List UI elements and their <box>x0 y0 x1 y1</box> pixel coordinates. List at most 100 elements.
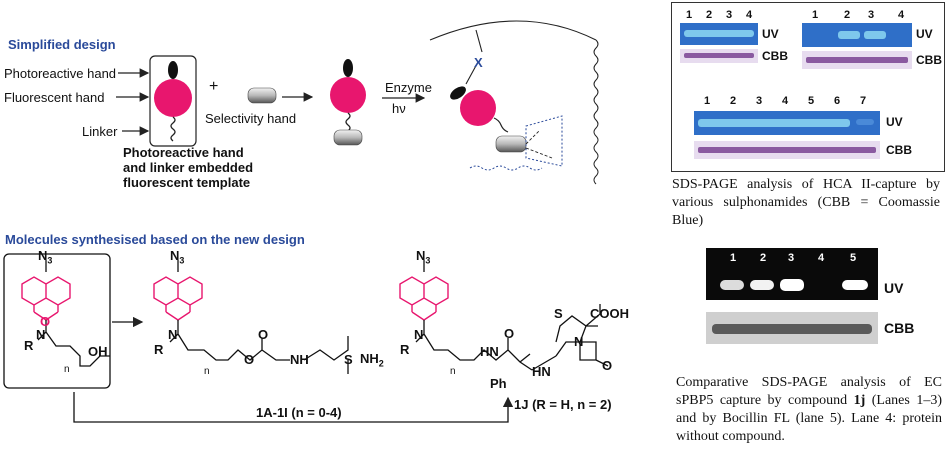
mol2-o2-label: O <box>258 327 269 342</box>
gel-panel-2-caption: Comparative SDS-PAGE analysis of EC sPBP… <box>676 375 942 444</box>
gel-c-cbb-label: CBB <box>886 143 912 157</box>
gel-b: 1 2 3 4 UV CBB <box>802 9 942 73</box>
mol3-o-ring-label: O <box>602 358 613 373</box>
gel-2-cbb-strip <box>706 312 878 344</box>
gel-2-lane-5: 5 <box>850 252 857 264</box>
conjugate-selectivity-hand <box>333 129 363 146</box>
compound-1a-label: 1A-1I (n = 0-4) <box>256 405 342 420</box>
gel-c-uv-label: UV <box>886 115 903 129</box>
mol3-r-label: R <box>400 342 410 357</box>
gel-c-cbb-strip <box>694 141 880 159</box>
gel-b-cbb-strip <box>802 51 912 69</box>
mol3-nh2-label: HN <box>532 364 551 379</box>
template-caption-line-1: Photoreactive hand <box>123 145 244 160</box>
gel-a-lane-3: 3 <box>726 9 733 21</box>
gel-b-lane-3: 3 <box>868 9 875 21</box>
gel-c-lane-6: 6 <box>834 95 841 107</box>
design-scheme <box>116 20 599 185</box>
template-box <box>149 55 197 147</box>
bound-fluorophore <box>460 90 496 126</box>
conjugate-fluorophore <box>330 77 366 113</box>
mol1-n-subscript: n <box>64 364 70 375</box>
gel-b-lane-1: 1 <box>812 9 819 21</box>
mol2-nh2-label: NH2 <box>360 351 384 369</box>
template-caption-line-3: fluorescent template <box>123 175 251 190</box>
mol3-o-label: O <box>504 326 515 341</box>
molecules-heading: Molecules synthesised based on the new d… <box>5 232 305 247</box>
mol3-n3-label: N3 <box>416 248 431 266</box>
gel-c-lane-5: 5 <box>808 95 815 107</box>
molecule-1-box <box>3 253 111 389</box>
enzyme-outline <box>429 20 597 41</box>
mol2-n3-label: N3 <box>170 248 185 266</box>
gel-c-lane-4: 4 <box>782 95 789 107</box>
gel-b-lane-2: 2 <box>844 9 851 21</box>
selectivity-hand-label: Selectivity hand <box>205 111 297 126</box>
fluorescent-hand-shape <box>154 79 192 117</box>
gel-a-lane-2: 2 <box>706 9 713 21</box>
mol3-n-ring-label: N <box>574 334 584 349</box>
linker-shape <box>170 116 176 142</box>
gel-panel-2: 1 2 3 4 5 UV CBB <box>706 248 916 358</box>
mol2-o-label: O <box>244 352 255 367</box>
linker-label: Linker <box>82 124 118 139</box>
gel-c-lane-2: 2 <box>730 95 737 107</box>
x-mark: X <box>474 55 483 70</box>
naphthalimide-1 <box>21 276 71 321</box>
gel-b-uv-strip <box>802 23 912 47</box>
enzyme-label: Enzyme <box>385 80 432 95</box>
gel-c: 1 2 3 4 5 6 7 UV CBB <box>694 95 924 165</box>
mol3-nh-label: HN <box>480 344 499 359</box>
mol2-r-label: R <box>154 342 164 357</box>
gel-c-lane-1: 1 <box>704 95 711 107</box>
gel-b-uv-label: UV <box>916 27 933 41</box>
plus-sign: + <box>209 78 219 95</box>
gel-b-lane-4: 4 <box>898 9 905 21</box>
gel-c-uv-strip <box>694 111 880 135</box>
mol3-ph-label: Ph <box>490 376 507 391</box>
gel-2-lane-4: 4 <box>818 252 825 264</box>
photoreactive-hand-label: Photoreactive hand <box>4 66 117 81</box>
compound-1j-label: 1J (R = H, n = 2) <box>514 397 612 412</box>
gel-a-cbb-label: CBB <box>762 49 788 63</box>
gel-b-cbb-label: CBB <box>916 53 942 67</box>
gel-2-lane-3: 3 <box>788 252 795 264</box>
bound-selectivity-hand <box>495 135 527 153</box>
mol2-s-label: S <box>344 352 353 367</box>
gel-a-uv-label: UV <box>762 27 779 41</box>
photoreactive-hand-shape <box>168 61 178 79</box>
naphthalimide-3 <box>399 276 449 321</box>
gel-2-cbb-label: CBB <box>884 320 915 336</box>
mol1-n-label: N <box>36 327 46 342</box>
mol2-n-label: N <box>168 327 178 342</box>
gel-panel-1: 1 2 3 4 UV CBB 1 2 3 4 UV CBB 1 2 3 4 5 <box>671 2 945 172</box>
mol1-o-label: O <box>40 314 51 329</box>
mol3-n-label: N <box>414 327 424 342</box>
gel-c-lane-3: 3 <box>756 95 763 107</box>
gel-2-uv-label: UV <box>884 280 904 296</box>
mol2-nh-label: NH <box>290 352 309 367</box>
design-heading: Simplified design <box>8 37 116 52</box>
gel-c-lane-7: 7 <box>860 95 867 107</box>
fluorescent-hand-label: Fluorescent hand <box>4 90 105 105</box>
mol3-n-subscript: n <box>450 366 456 377</box>
naphthalimide-2 <box>153 276 203 321</box>
mol1-n3-label: N3 <box>38 248 53 266</box>
mol1-oh-label: OH <box>88 344 108 359</box>
mol2-n-subscript: n <box>204 366 210 377</box>
gel-a-lane-1: 1 <box>686 9 693 21</box>
gel-a-cbb-strip <box>680 49 758 63</box>
template-caption-line-2: and linker embedded <box>123 160 254 175</box>
gel-2-lane-2: 2 <box>760 252 767 264</box>
molecule-structures <box>3 253 609 423</box>
mol3-cooh-label: COOH <box>590 306 629 321</box>
gel-2-uv-strip: 1 2 3 4 5 <box>706 248 878 300</box>
mol1-r-label: R <box>24 338 34 353</box>
gel-panel-1-caption: SDS-PAGE analysis of HCA II-capture by v… <box>672 177 940 228</box>
hv-label: hν <box>392 101 406 116</box>
gel-a: 1 2 3 4 UV CBB <box>680 9 788 67</box>
gel-2-lane-1: 1 <box>730 252 737 264</box>
gel-a-lane-4: 4 <box>746 9 753 21</box>
gel-a-uv-strip <box>680 23 758 45</box>
mol3-s-label: S <box>554 306 563 321</box>
